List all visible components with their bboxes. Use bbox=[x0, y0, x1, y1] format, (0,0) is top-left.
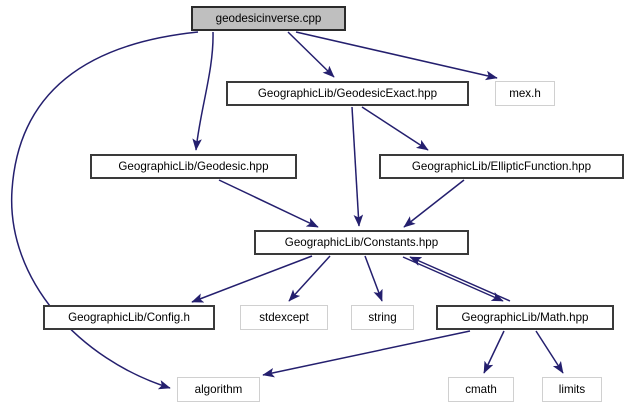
graph-node-gexact[interactable]: GeographicLib/GeodesicExact.hpp bbox=[226, 81, 469, 106]
graph-node-label: limits bbox=[558, 382, 586, 396]
graph-node-label: GeographicLib/GeodesicExact.hpp bbox=[257, 86, 438, 100]
edges-group bbox=[10, 31, 564, 390]
graph-node-label: GeographicLib/Config.h bbox=[68, 310, 190, 324]
edge-constants-to-config bbox=[191, 255, 313, 303]
graph-node-limits[interactable]: limits bbox=[542, 377, 602, 402]
graph-node-label: geodesicinverse.cpp bbox=[215, 11, 322, 25]
edge-geodesicexact-to-constants bbox=[351, 106, 364, 227]
edge-math-to-cmath bbox=[483, 330, 505, 374]
graph-node-elliptic[interactable]: GeographicLib/EllipticFunction.hpp bbox=[379, 154, 624, 179]
graph-node-constants[interactable]: GeographicLib/Constants.hpp bbox=[254, 230, 469, 255]
graph-node-config[interactable]: GeographicLib/Config.h bbox=[43, 305, 215, 330]
graph-node-label: GeographicLib/Math.hpp bbox=[461, 310, 589, 324]
edge-math-to-algorithm bbox=[262, 330, 471, 378]
edge-geodesic-to-constants bbox=[218, 179, 319, 228]
graph-node-label: GeographicLib/EllipticFunction.hpp bbox=[411, 159, 592, 173]
edge-ellipticfunction-to-constants bbox=[403, 179, 465, 228]
graph-node-label: GeographicLib/Geodesic.hpp bbox=[118, 159, 269, 173]
graph-node-label: mex.h bbox=[509, 86, 541, 100]
edge-constants-to-math bbox=[402, 256, 504, 302]
edge-constants-to-string bbox=[364, 255, 383, 302]
graph-node-label: stdexcept bbox=[259, 310, 309, 324]
graph-node-mex[interactable]: mex.h bbox=[495, 81, 555, 106]
graph-node-label: string bbox=[368, 310, 397, 324]
edge-geodesicexact-to-ellipticfunction bbox=[361, 106, 429, 151]
graph-node-string[interactable]: string bbox=[351, 305, 414, 330]
edge-constants-to-stdexcept bbox=[288, 255, 331, 302]
graph-node-label: algorithm bbox=[194, 382, 243, 396]
edge-math-to-constants bbox=[409, 256, 511, 302]
edge-root-to-geodesic bbox=[192, 31, 214, 151]
edge-root-to-geodesicexact bbox=[287, 31, 335, 78]
edge-math-to-limits bbox=[535, 330, 564, 374]
graph-node-cmath[interactable]: cmath bbox=[448, 377, 514, 402]
graph-node-math[interactable]: GeographicLib/Math.hpp bbox=[436, 305, 614, 330]
graph-node-label: cmath bbox=[465, 382, 497, 396]
edge-root-to-algorithm bbox=[10, 31, 199, 390]
graph-node-label: GeographicLib/Constants.hpp bbox=[284, 235, 439, 249]
graph-node-algorithm[interactable]: algorithm bbox=[177, 377, 260, 402]
graph-node-geodesic[interactable]: GeographicLib/Geodesic.hpp bbox=[90, 154, 297, 179]
graph-node-root[interactable]: geodesicinverse.cpp bbox=[191, 6, 346, 31]
graph-node-stdexcept[interactable]: stdexcept bbox=[240, 305, 328, 330]
edge-root-to-mex bbox=[295, 31, 498, 81]
